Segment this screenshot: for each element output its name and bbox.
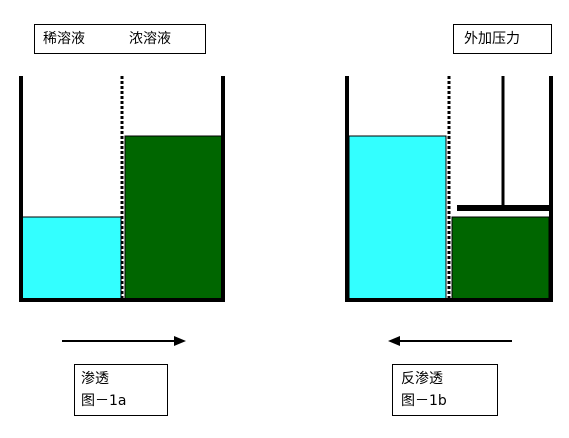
reverse-osmosis-caption-box: 反渗透 图－1b [392, 364, 498, 416]
solution-legend-box: 稀溶液 浓溶液 [34, 24, 206, 54]
concentrated-solution-fill [451, 216, 550, 300]
osmosis-caption-box: 渗透 图－1a [74, 364, 168, 416]
dilute-solution-fill [348, 135, 447, 300]
dilute-solution-label: 稀溶液 [43, 31, 85, 47]
container-walls [19, 76, 225, 302]
concentrated-solution-label: 浓溶液 [129, 31, 171, 47]
reverse-osmosis-flow-arrow [388, 336, 512, 346]
concentrated-solution-fill [124, 135, 223, 300]
reverse-osmosis-container [345, 76, 553, 302]
dilute-solution-fill [21, 216, 122, 300]
external-pressure-box: 外加压力 [453, 24, 552, 54]
osmosis-flow-arrow [62, 336, 186, 346]
container-walls [345, 76, 553, 302]
reverse-osmosis-figure-label: 图－1b [401, 393, 447, 409]
osmosis-container [19, 76, 225, 302]
reverse-osmosis-title: 反渗透 [401, 371, 443, 387]
piston-plate [457, 205, 549, 211]
osmosis-title: 渗透 [81, 371, 109, 387]
external-pressure-label: 外加压力 [464, 31, 520, 47]
osmosis-figure-label: 图－1a [81, 393, 127, 409]
